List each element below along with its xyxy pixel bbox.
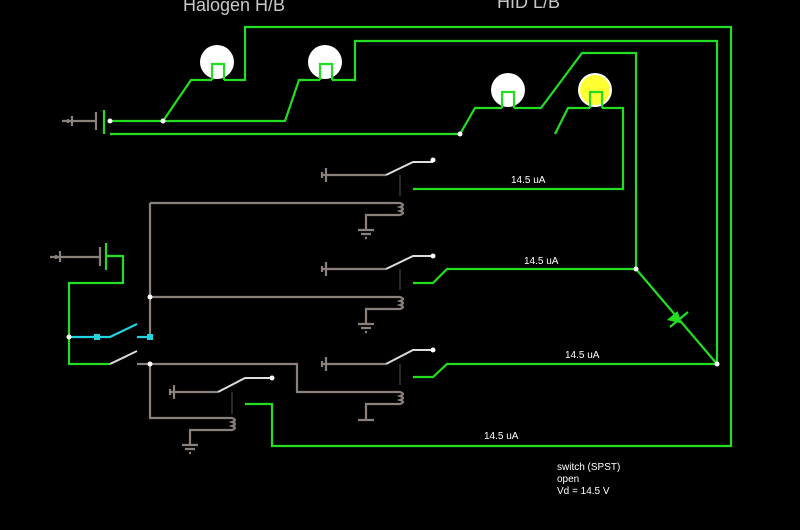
label-halogen: Halogen H/B: [183, 0, 286, 15]
current-label: 14.5 uA: [565, 350, 600, 361]
current-label: 14.5 uA: [511, 175, 546, 186]
label-hid: HID L/B: [497, 0, 561, 12]
relay-1[interactable]: [150, 161, 433, 240]
relay-3[interactable]: [150, 349, 433, 422]
battery-top[interactable]: [62, 112, 98, 130]
spst-switch-2[interactable]: [109, 350, 150, 366]
relay-4[interactable]: [148, 364, 272, 455]
info-type: switch (SPST): [557, 462, 621, 473]
nodes: [66, 118, 720, 381]
lamp-halogen-1[interactable]: [200, 45, 234, 80]
lamp-hid-1[interactable]: [491, 73, 525, 108]
current-label: 14.5 uA: [524, 256, 559, 267]
battery-left[interactable]: [50, 247, 102, 266]
diode[interactable]: [666, 310, 689, 329]
info-panel: switch (SPST) open Vd = 14.5 V: [557, 462, 620, 498]
lamp-halogen-2[interactable]: [308, 45, 342, 80]
relay-2[interactable]: [150, 255, 433, 334]
current-label: 14.5 uA: [484, 431, 519, 442]
lamp-hid-2[interactable]: [578, 73, 612, 108]
info-state: open: [557, 474, 580, 485]
spst-switch-selected[interactable]: [69, 323, 153, 340]
info-voltage: Vd = 14.5 V: [557, 486, 610, 497]
